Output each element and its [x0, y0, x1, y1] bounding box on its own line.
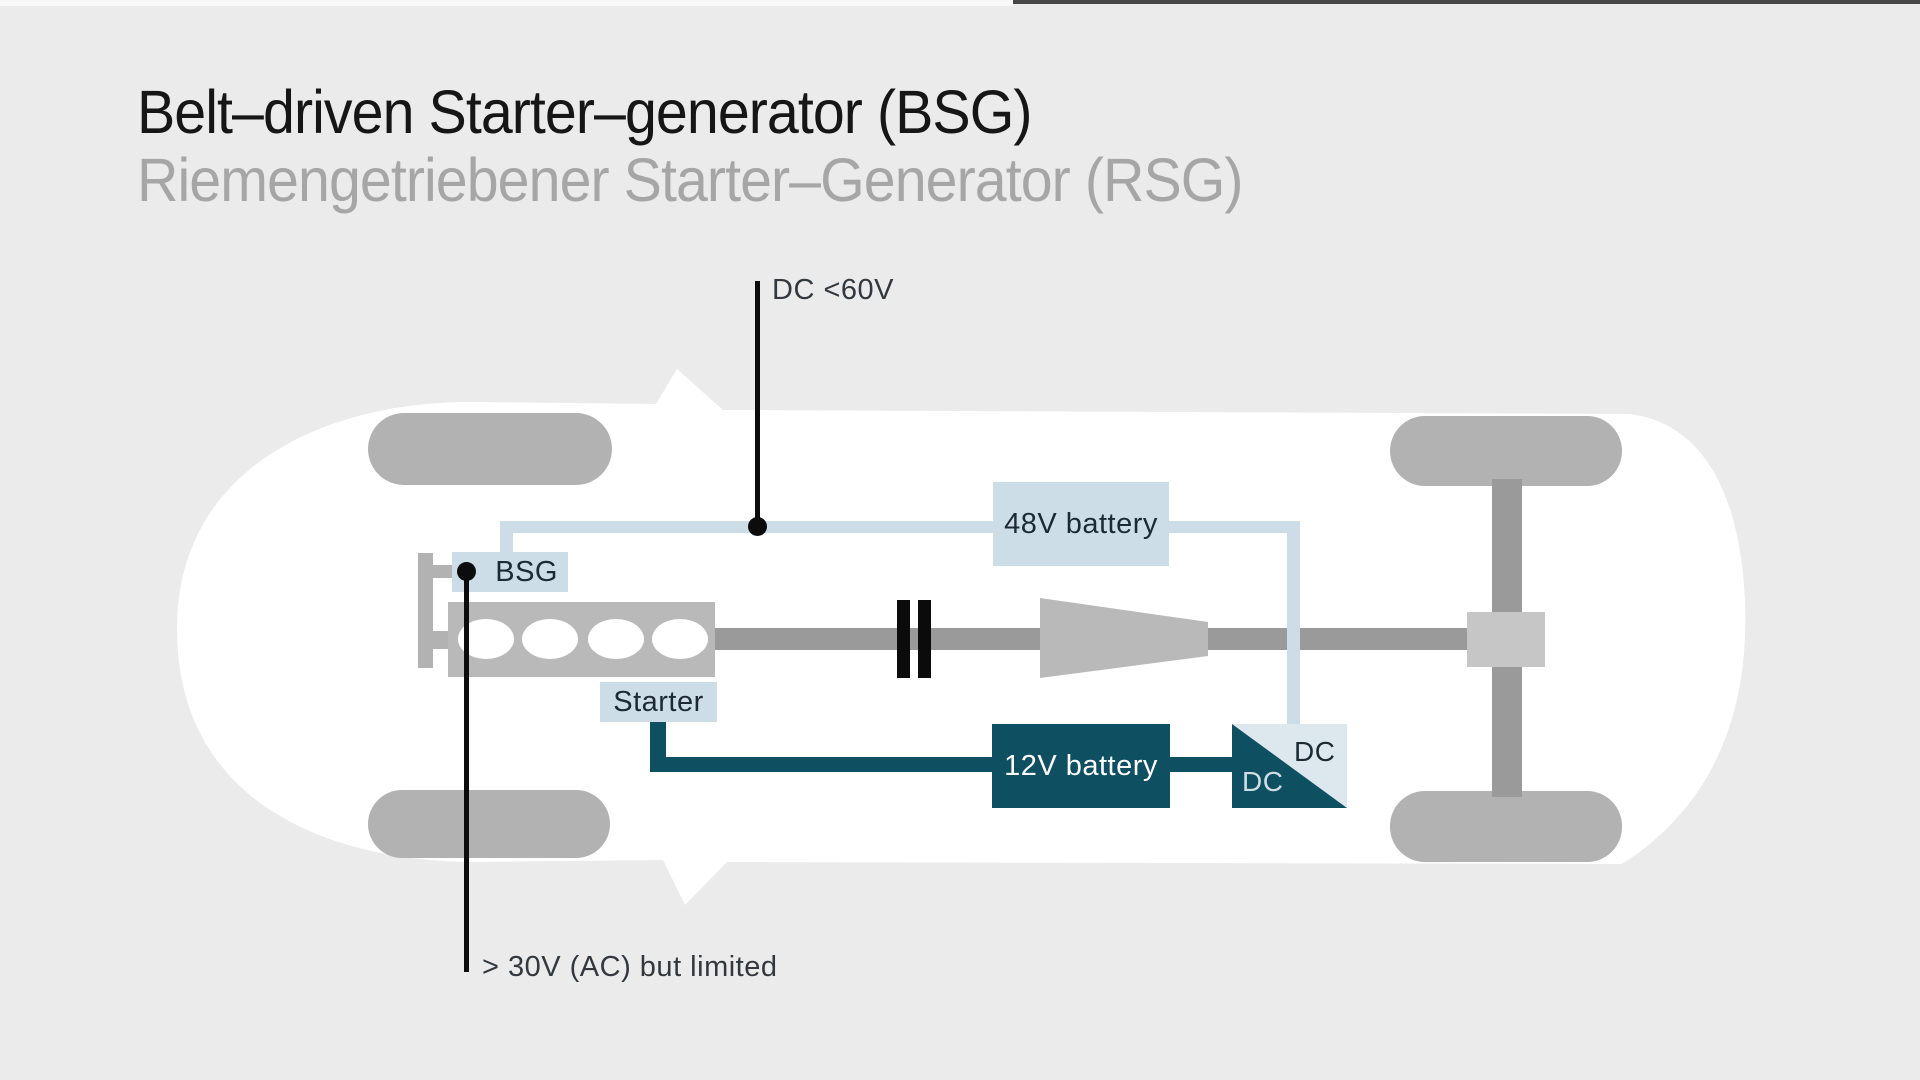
battery-48v-box: 48V battery [993, 482, 1169, 566]
engine-cylinder-4 [652, 619, 708, 659]
dc-dc-converter: DC DC [1232, 724, 1347, 808]
page-subtitle: Riemengetriebener Starter–Generator (RSG… [137, 146, 1244, 214]
dc-dc-converter-shape [1232, 724, 1347, 808]
rear-wheel-top [1390, 416, 1622, 486]
wire-12v-main [650, 757, 992, 772]
wire-48v-main [500, 521, 993, 533]
starter-label: Starter [613, 685, 704, 718]
top-strip-left [0, 0, 1013, 6]
clutch-plate-2 [918, 600, 931, 678]
dc60v-connection-dot [748, 517, 767, 536]
dc60v-note: DC <60V [772, 274, 894, 306]
dc60v-leader-line [755, 281, 760, 527]
ac30v-note: > 30V (AC) but limited [482, 951, 778, 983]
bsg-leader-line [464, 571, 469, 972]
battery-48v-label: 48V battery [1004, 507, 1158, 540]
bsg-connection-dot [457, 562, 476, 581]
wire-48v-bsg-riser [500, 527, 513, 554]
differential [1467, 612, 1545, 667]
clutch-plate-1 [897, 600, 910, 678]
top-strip-right [1013, 0, 1920, 4]
transmission [1040, 598, 1208, 678]
rear-wheel-bottom [1390, 791, 1622, 862]
header: Belt–driven Starter–generator (BSG) Riem… [137, 78, 1313, 214]
dcdc-low-side-triangle [1232, 724, 1347, 808]
battery-12v-box: 12V battery [992, 724, 1170, 808]
bsg-label: BSG [495, 555, 558, 588]
engine-cylinder-2 [522, 619, 578, 659]
starter-label-box: Starter [600, 682, 717, 722]
dcdc-high-label: DC [1294, 736, 1336, 767]
belt-drive-pulley [418, 553, 433, 668]
dcdc-low-label: DC [1242, 766, 1284, 797]
wire-48v-to-dcdc [1169, 521, 1300, 533]
front-wheel-bottom [368, 790, 610, 858]
wire-12v-to-dcdc [1170, 757, 1232, 772]
battery-12v-label: 12V battery [1004, 749, 1158, 782]
page-title: Belt–driven Starter–generator (BSG) [137, 78, 1032, 146]
wire-48v-dcdc-drop [1287, 521, 1300, 724]
belt-drive-arm-top [433, 565, 453, 578]
front-wheel-top [368, 413, 612, 485]
engine-cylinder-3 [588, 619, 644, 659]
engine-cylinder-1 [458, 619, 514, 659]
